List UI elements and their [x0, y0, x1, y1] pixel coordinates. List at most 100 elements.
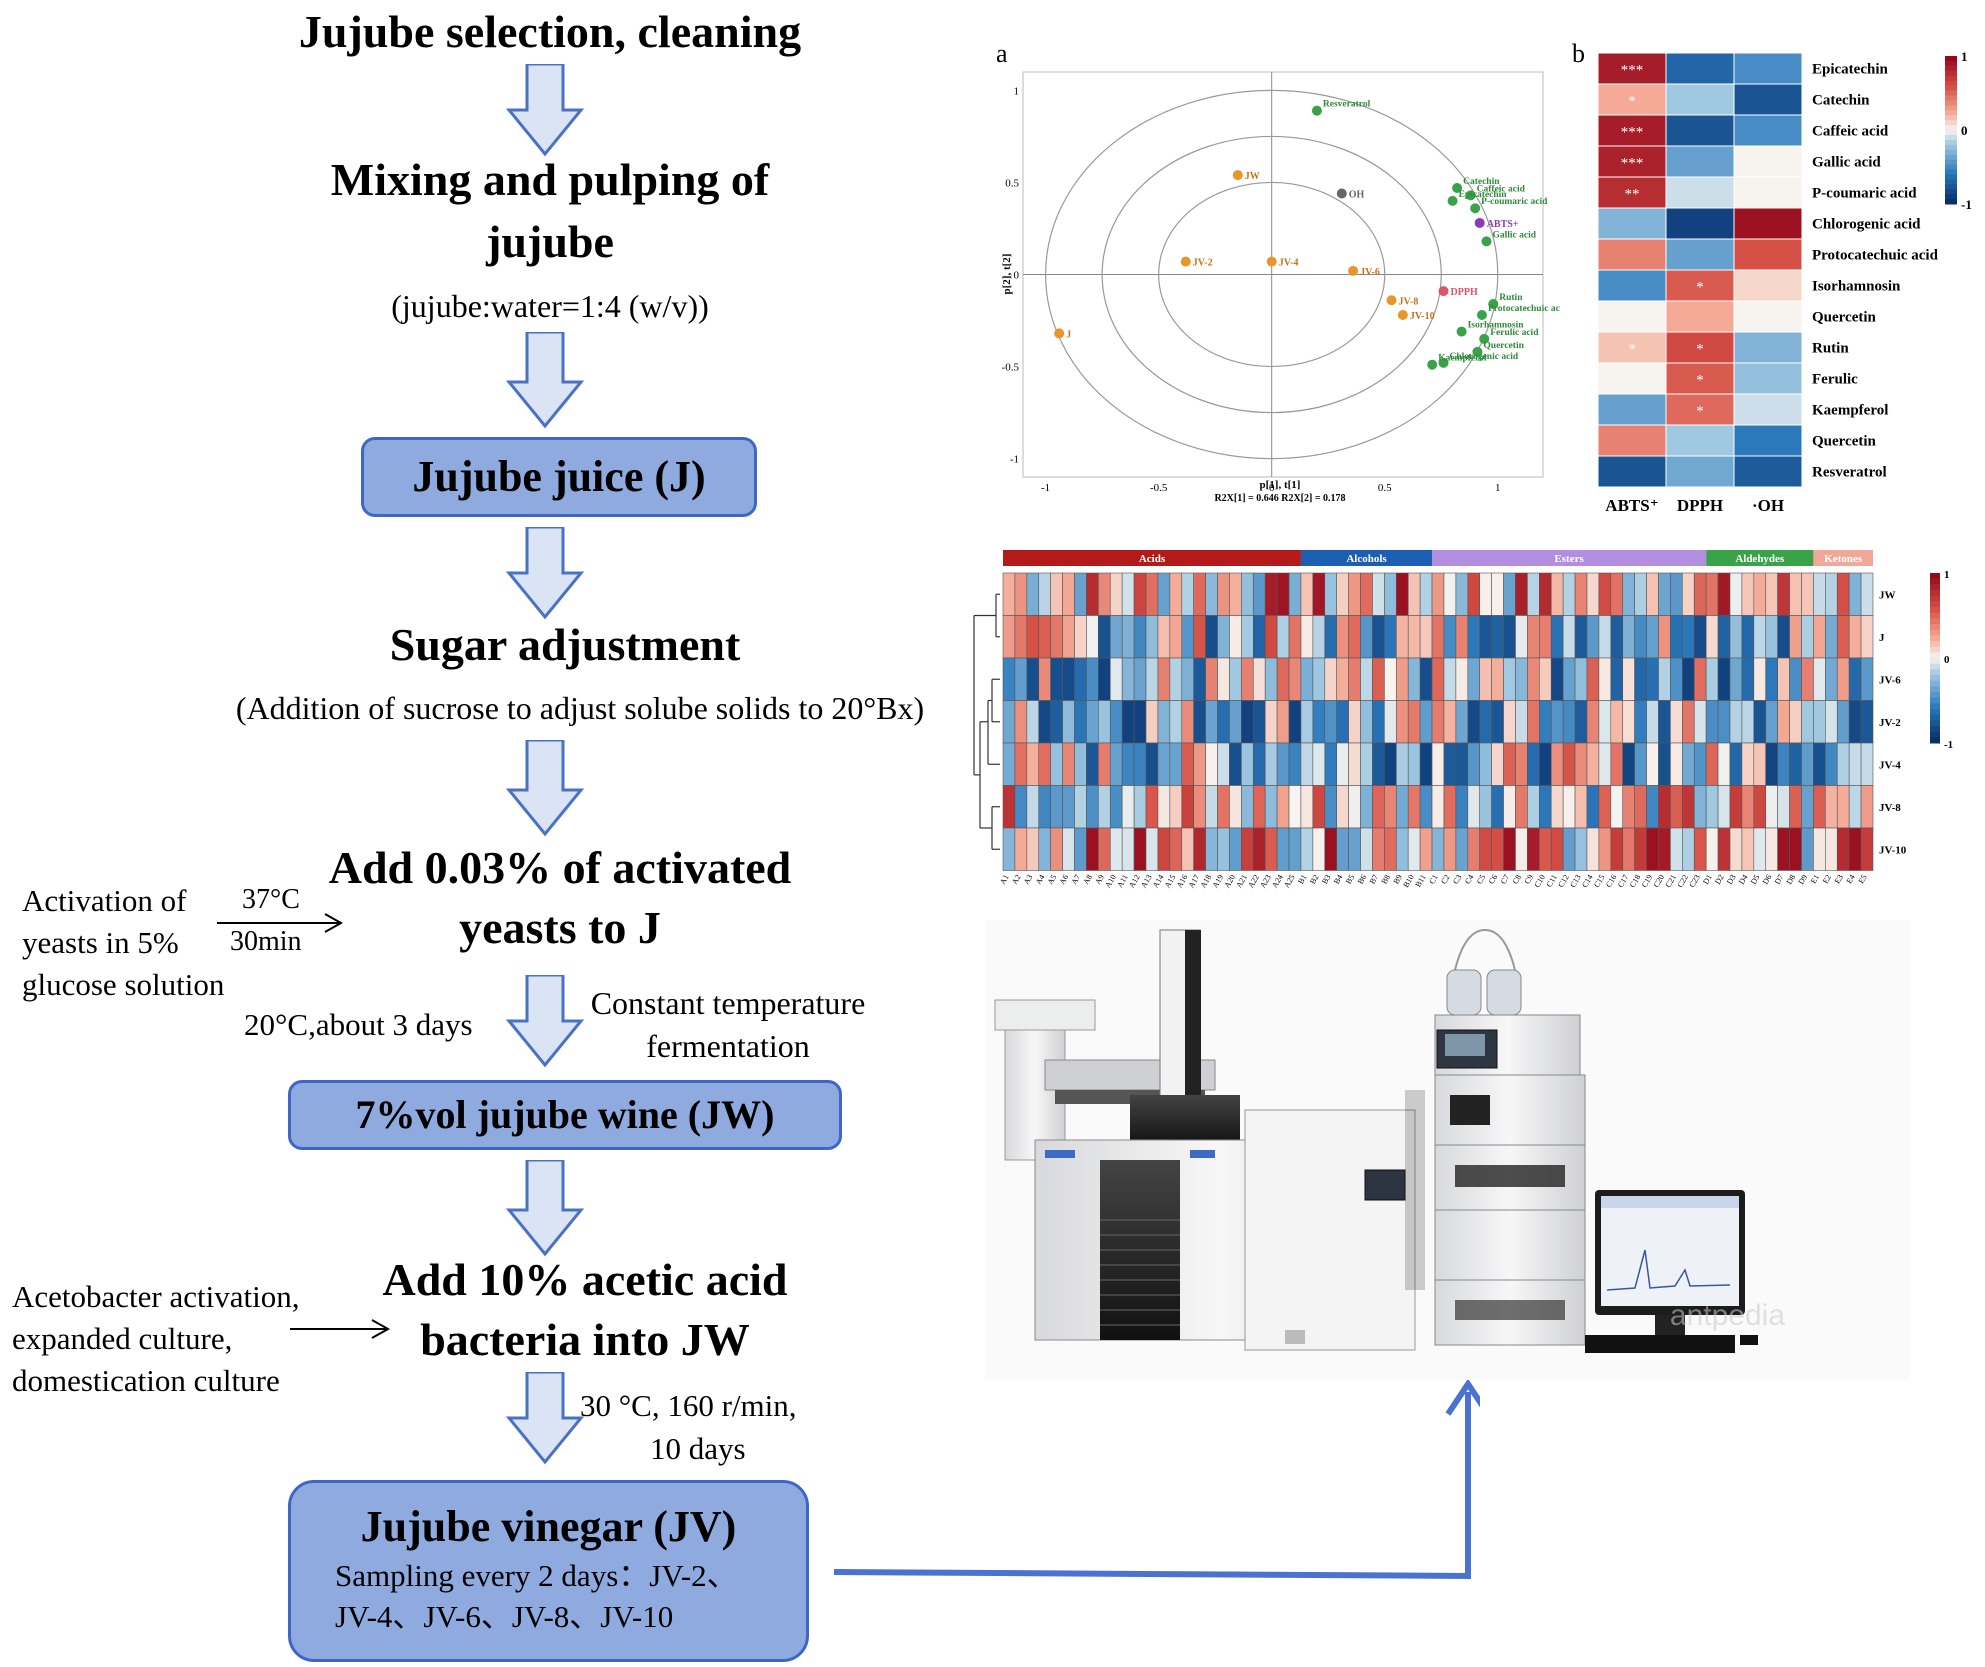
volatile-cell — [1586, 742, 1600, 786]
corr-scale-segment — [1945, 189, 1957, 195]
volatile-cell — [1658, 742, 1671, 786]
volatile-cell — [1395, 742, 1409, 786]
volatile-col-label: C23 — [1687, 873, 1701, 889]
volatile-cell — [1789, 572, 1802, 616]
volatile-cell — [1193, 615, 1206, 659]
volatile-cell — [1419, 742, 1433, 786]
volatile-cell — [1479, 615, 1492, 659]
volatile-cell — [1384, 700, 1397, 744]
volatile-cell — [1336, 785, 1349, 829]
volatile-cell — [1050, 657, 1063, 701]
volatile-scale-segment — [1930, 652, 1940, 659]
volatile-cell — [1574, 785, 1588, 829]
gc-screen — [1364, 1169, 1406, 1201]
corr-cell — [1597, 176, 1667, 209]
volatile-cell — [1455, 615, 1469, 659]
volatile-cell — [1252, 615, 1266, 659]
corr-scale-segment — [1945, 56, 1957, 62]
corr-cell — [1733, 424, 1803, 457]
volatile-cell — [1038, 700, 1051, 744]
volatile-cell — [1610, 572, 1624, 616]
volatile-cell — [1264, 785, 1278, 829]
down-arrow-3 — [505, 527, 585, 620]
down-arrow-5 — [505, 975, 585, 1068]
pca-radical-point — [1438, 286, 1449, 297]
volatile-cell — [1515, 742, 1528, 786]
volatile-cell — [1443, 827, 1457, 871]
volatile-cell — [1157, 615, 1171, 659]
volatile-cell — [1169, 700, 1183, 744]
volatile-col-label: D9 — [1796, 873, 1809, 886]
volatile-col-label: C1 — [1427, 873, 1439, 886]
volatile-cell — [1670, 615, 1683, 659]
volatile-scale-segment — [1930, 646, 1940, 653]
volatile-col-label: D6 — [1761, 873, 1774, 886]
volatile-cell — [1729, 742, 1743, 786]
volatile-scale-segment — [1930, 635, 1940, 642]
volatile-cell — [1562, 615, 1576, 659]
corr-cell — [1597, 269, 1667, 302]
step-add-yeast-line2: yeasts to J — [459, 902, 661, 953]
volatile-cell — [1848, 742, 1862, 786]
computer-monitor — [1585, 1190, 1758, 1353]
volatile-cell — [1825, 785, 1838, 829]
volatile-cell — [1860, 785, 1874, 829]
volatile-cell — [1026, 785, 1040, 829]
volatile-cell — [1610, 827, 1624, 871]
volatile-cell — [1217, 700, 1230, 744]
volatile-cell — [1098, 700, 1111, 744]
volatile-col-label: D3 — [1725, 873, 1738, 886]
ferment-note-1: Constant temperature — [590, 985, 866, 1021]
pca-ellipse-0 — [1045, 89, 1499, 460]
corr-col-label: DPPH — [1677, 496, 1723, 514]
volatile-cell — [1372, 700, 1385, 744]
corr-scale-segment — [1945, 169, 1957, 175]
volatile-cell — [1241, 785, 1254, 829]
group-bar — [1003, 550, 1301, 566]
correlation-heatmap: b ***************** EpicatechinCatechinC… — [1572, 39, 1972, 514]
volatile-cell — [1682, 785, 1695, 829]
volatile-cell — [1693, 572, 1707, 616]
watermark-text: antpedia — [1670, 1299, 1785, 1332]
volatile-cell — [1527, 615, 1540, 659]
volatile-cell — [1705, 572, 1719, 616]
ferment-condition: 20°C,about 3 days — [244, 1007, 473, 1042]
pca-sample-label: J — [1066, 329, 1071, 340]
volatile-cell — [1670, 700, 1683, 744]
volatile-cell — [1324, 615, 1337, 659]
volatile-cell — [1002, 700, 1016, 744]
volatile-cell — [1491, 785, 1504, 829]
volatile-cell — [1098, 742, 1111, 786]
volatile-scale-segment — [1930, 573, 1940, 580]
pca-variable-label: Ferulic acid — [1490, 328, 1539, 338]
corr-scale-segment — [1945, 194, 1957, 200]
volatile-cell — [1348, 742, 1361, 786]
volatile-cell — [1276, 572, 1290, 616]
pca-y-tick: 1 — [1014, 85, 1020, 97]
volatile-cell — [1109, 572, 1123, 616]
volatile-cell — [1693, 615, 1707, 659]
volatile-cell — [1789, 785, 1802, 829]
volatile-cell — [1658, 657, 1671, 701]
volatile-cell — [1598, 700, 1612, 744]
volatile-scale-segment — [1930, 658, 1940, 665]
volatile-cell — [1193, 700, 1206, 744]
pca-sample-point — [1348, 265, 1359, 276]
volatile-cell — [1121, 572, 1135, 616]
volatile-cell — [1252, 657, 1266, 701]
volatile-cell — [1252, 572, 1266, 616]
pca-x-tick: 1 — [1495, 482, 1501, 494]
volatile-cell — [1002, 657, 1016, 701]
corr-cell — [1665, 83, 1735, 116]
volatile-cell — [1395, 615, 1409, 659]
volatile-cell — [1395, 572, 1409, 616]
volatile-cell — [1014, 742, 1028, 786]
volatile-col-label: B10 — [1401, 873, 1415, 889]
pca-variable-label: Rutin — [1499, 293, 1523, 303]
corr-scale-segment — [1945, 60, 1957, 67]
pca-variable-point — [1427, 359, 1438, 370]
volatile-cell — [1658, 615, 1671, 659]
volatile-cell — [1455, 785, 1469, 829]
volatile-cell — [1598, 785, 1612, 829]
volatile-cell — [1503, 615, 1516, 659]
